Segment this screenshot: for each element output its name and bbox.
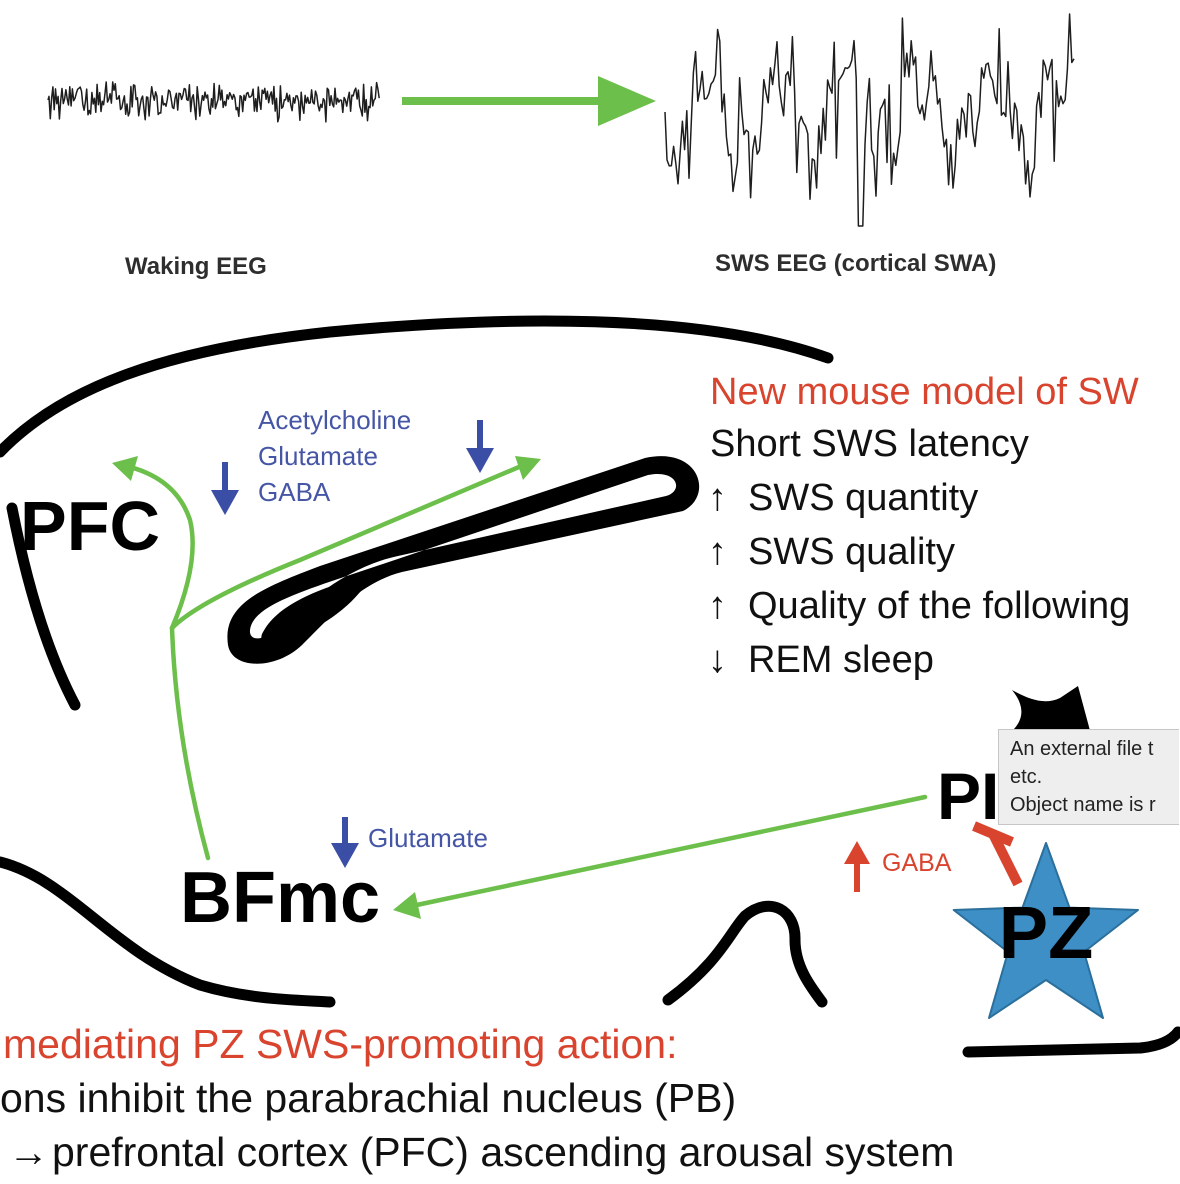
eeg-transition-arrow [402, 76, 656, 126]
corpus-callosum [227, 456, 700, 664]
hypothalamus-outline [662, 900, 828, 1008]
model-item-text: Quality of the following [748, 585, 1130, 627]
inhibition-stem [988, 831, 1023, 887]
brain-outline [0, 315, 1180, 1058]
model-item-text: SWS quality [748, 531, 955, 573]
pfc-projection-arrowhead [112, 456, 138, 481]
gaba-signals [844, 821, 1023, 892]
mechanism-caption: mediating PZ SWS-promoting action: ons i… [0, 1021, 954, 1175]
cortex-projection-arrowhead [515, 456, 541, 480]
waking-eeg-label: Waking EEG [125, 253, 267, 280]
transition-arrowhead [598, 76, 656, 126]
bfmc-decrease-arrowhead [331, 843, 359, 868]
decrease-arrow-glyph: ↓ [708, 639, 727, 681]
waking-eeg-trace [47, 81, 380, 123]
eeg-panel: Waking EEG SWS EEG (cortical SWA) [47, 13, 1075, 280]
model-item-text: REM sleep [748, 639, 934, 681]
frontal-outline [6, 502, 81, 711]
mechanism-line-1: ons inhibit the parabrachial nucleus (PB… [0, 1075, 736, 1121]
model-title: New mouse model of SW [710, 371, 1139, 413]
bfmc-glutamate-label: Glutamate [368, 823, 488, 853]
colliculus-shape [1000, 686, 1092, 740]
ascending-projections [112, 456, 928, 919]
inhibition-bar [972, 821, 1014, 847]
model-item-text: SWS quantity [748, 477, 978, 519]
decrease-arrows [211, 420, 494, 868]
pz-star [952, 842, 1139, 1019]
image-tooltip: An external file t etc. Object name is r [998, 729, 1179, 825]
pb-to-bfmc-projection [409, 794, 928, 909]
increase-arrow-glyph: ↑ [708, 585, 727, 627]
corpus-callosum-inner [249, 473, 677, 639]
sws-eeg-label: SWS EEG (cortical SWA) [715, 250, 996, 277]
pb-to-bfmc-arrowhead [393, 892, 421, 919]
gaba-increase-arrowhead [844, 841, 870, 864]
mechanism-title: mediating PZ SWS-promoting action: [3, 1021, 678, 1067]
cortex-outline [0, 315, 834, 458]
sws-eeg-trace [664, 13, 1075, 227]
mechanism-line-2: prefrontal cortex (PFC) ascending arousa… [52, 1129, 954, 1175]
bfmc-label: BFmc [180, 858, 380, 938]
increase-arrow-glyph: ↑ [708, 477, 727, 519]
model-summary: New mouse model of SW Short SWS latency … [708, 371, 1139, 681]
pz-label: PZ [999, 891, 1094, 974]
arrow-right-glyph: → [8, 1129, 49, 1175]
pfc-label: PFC [20, 487, 160, 565]
model-item-text: Short SWS latency [710, 423, 1029, 465]
cortex-gaba-label: GABA [258, 477, 331, 507]
tooltip-line: Object name is r [1010, 794, 1156, 816]
pb-label: PI [937, 759, 999, 833]
cortex-projection-branch [169, 461, 529, 631]
callosal-decrease-arrowhead [466, 448, 494, 473]
increase-arrow-glyph: ↑ [708, 531, 727, 573]
ventral-outline [0, 856, 336, 1008]
acetylcholine-label: Acetylcholine [258, 405, 411, 435]
tooltip-line: An external file t [1010, 738, 1154, 760]
pz-gaba-label: GABA [882, 849, 952, 877]
tooltip-line: etc. [1010, 766, 1043, 788]
bfmc-projection-stem [169, 625, 211, 861]
pfc-projection-branch [123, 463, 195, 631]
cortex-decrease-arrowhead [211, 490, 239, 515]
ventricle-blob [261, 574, 372, 645]
brainstem-outline [962, 1026, 1180, 1058]
cortex-glutamate-label: Glutamate [258, 441, 378, 471]
